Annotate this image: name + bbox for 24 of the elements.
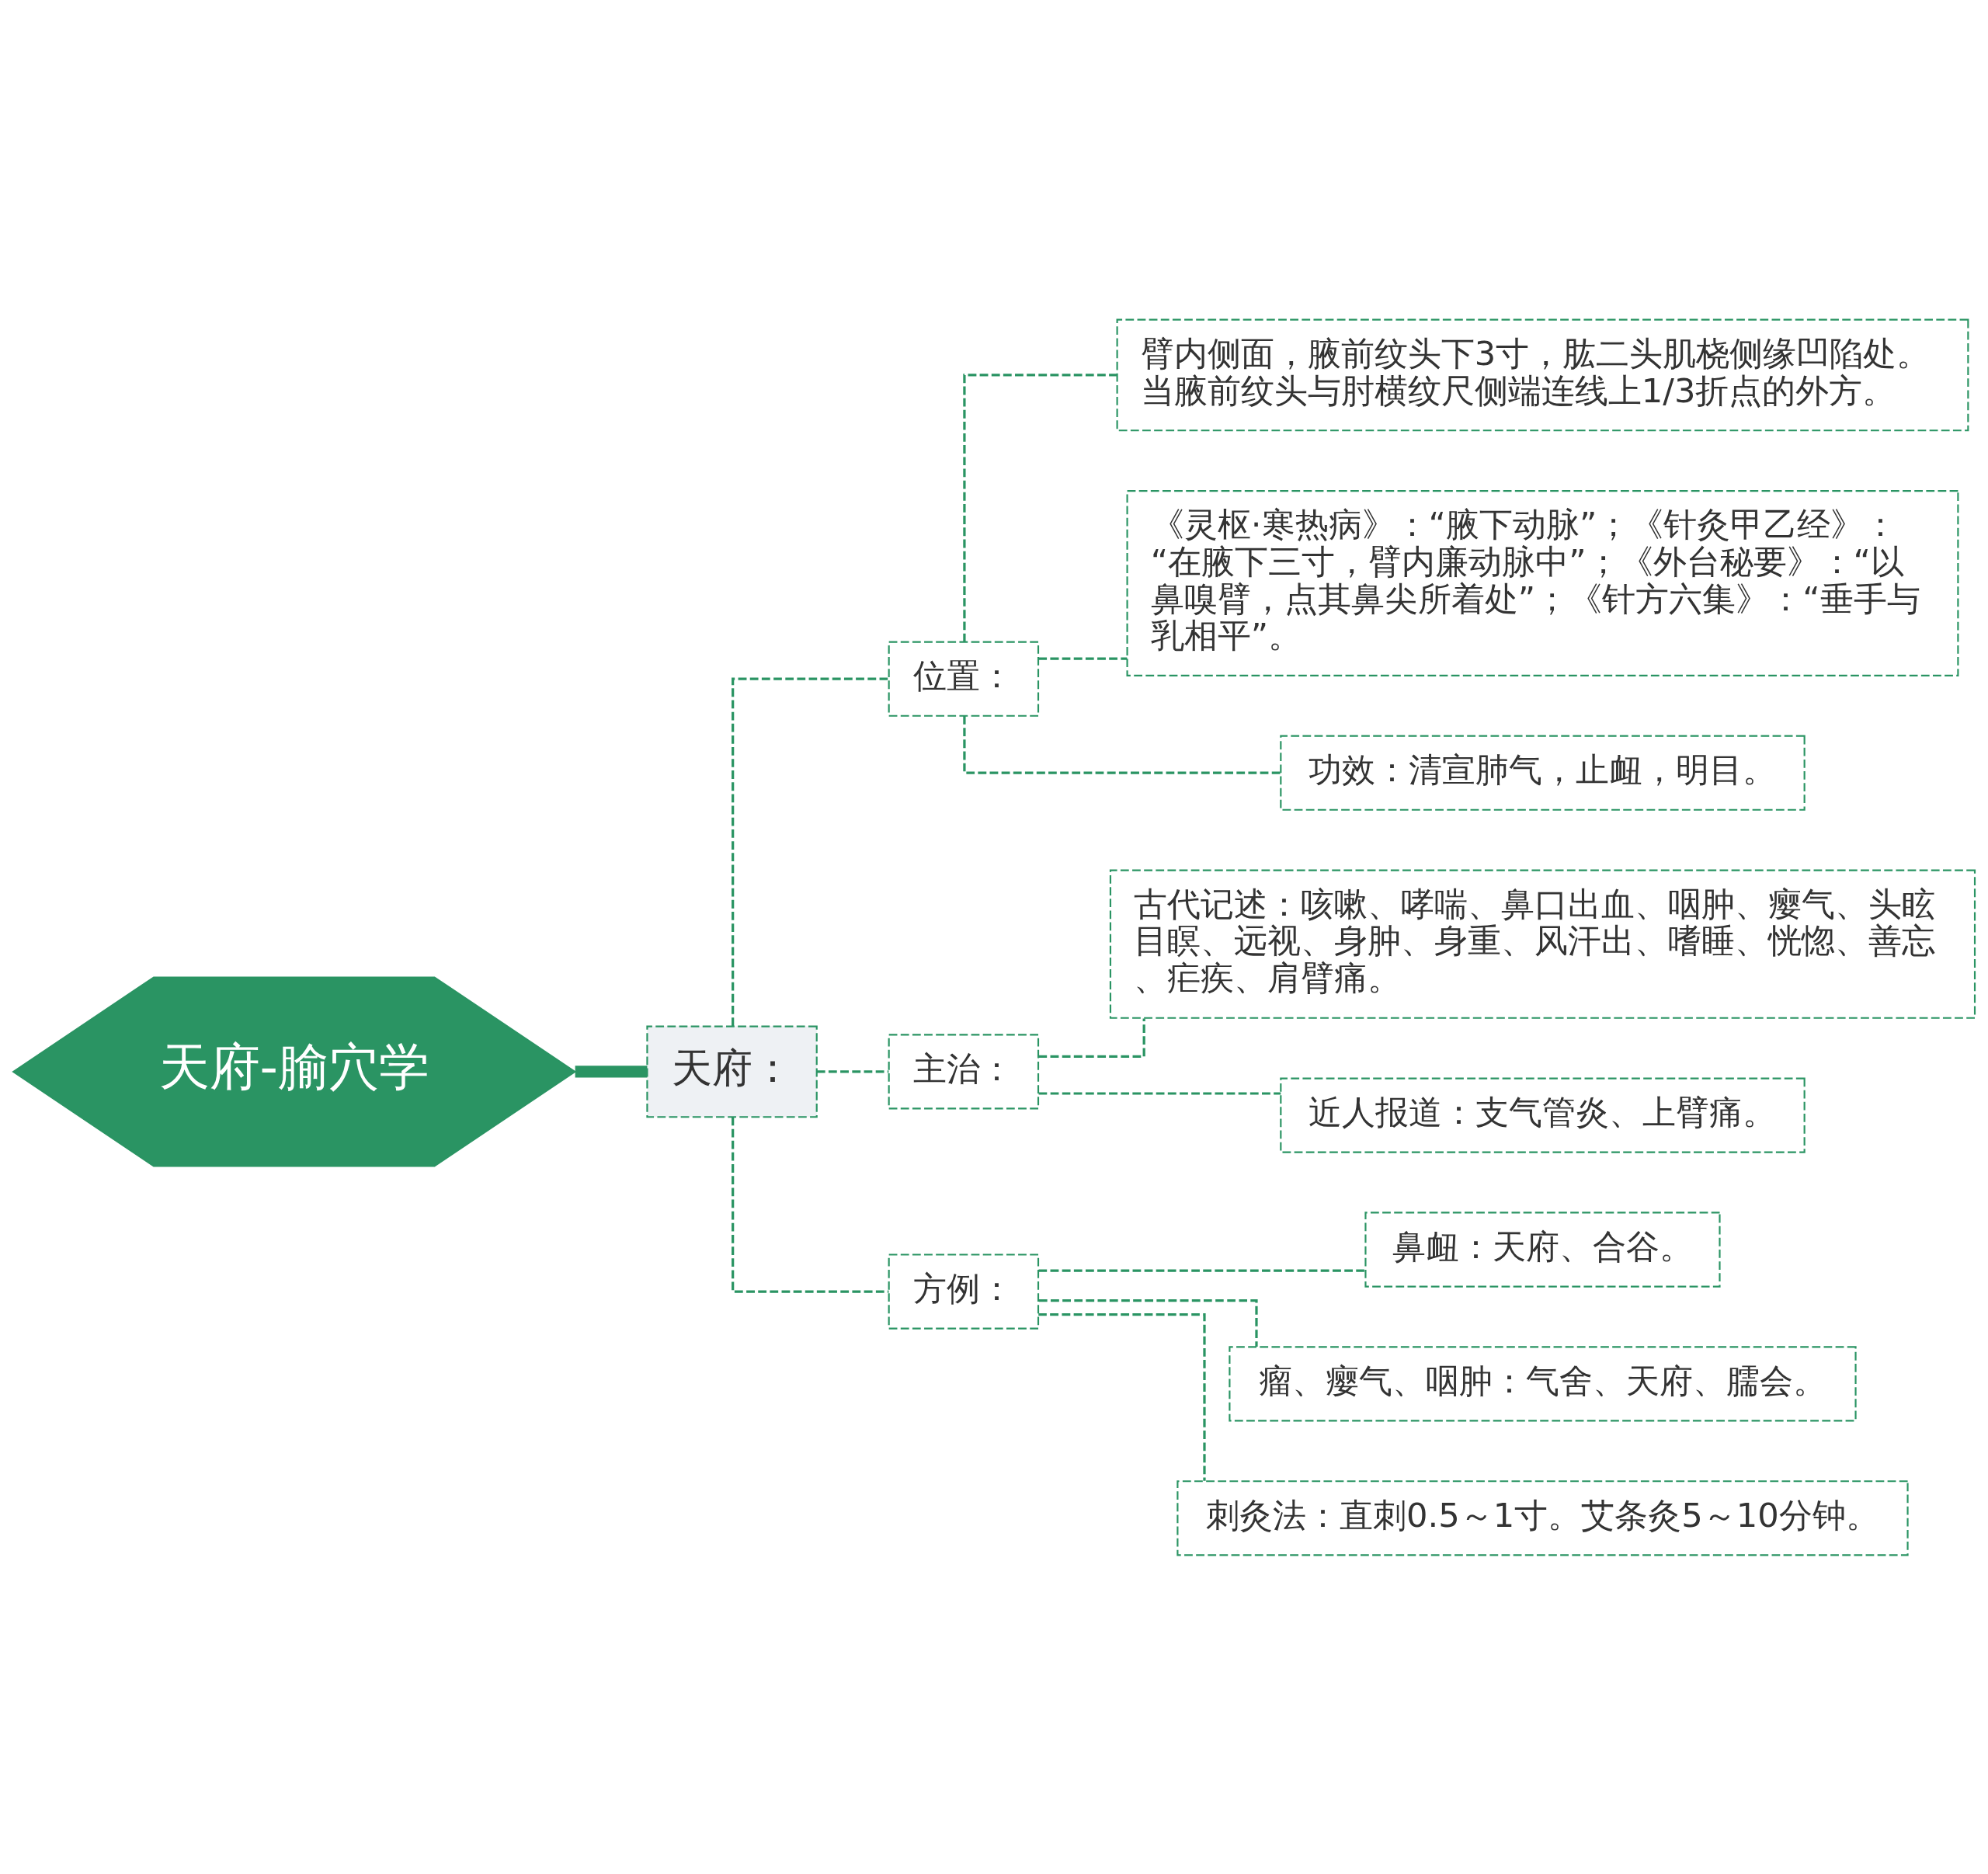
node-box: 臂内侧面，腋前纹头下3寸，肱二头肌桡侧缘凹陷处。当腋前纹头与肘横纹尺侧端连线上1/3折点的外方。 — [1116, 318, 1969, 431]
connector — [1038, 1017, 1145, 1058]
node-box: 瘤、瘿气、咽肿：气舍、天府、臑会。 — [1229, 1345, 1857, 1422]
node-box: 位置： — [888, 641, 1040, 717]
node-box: 功效：清宣肺气，止衄，明目。 — [1280, 735, 1806, 811]
connector — [575, 1065, 648, 1077]
connector — [732, 1117, 889, 1293]
node-box: 主治： — [888, 1033, 1040, 1110]
connector — [1038, 1268, 1366, 1272]
node-box: 方例： — [888, 1253, 1040, 1330]
connector — [1038, 1312, 1206, 1481]
connector — [732, 677, 889, 1026]
connector — [1038, 1091, 1281, 1095]
node-box: 刺灸法：直刺0.5～1寸。艾条灸5～10分钟。 — [1176, 1479, 1909, 1556]
node-box: 天府： — [646, 1024, 818, 1118]
node-box: 近人报道：支气管炎、上臂痛。 — [1280, 1076, 1806, 1153]
connector — [1038, 657, 1128, 660]
node-box: 古代记述：咳嗽、哮喘、鼻口出血、咽肿、瘿气、头眩目瞑、远视、身肿、身重、风汗出、嗜睡、恍惚、善忘、疟疾、肩臂痛。 — [1109, 868, 1976, 1019]
connector — [963, 373, 1117, 641]
connector — [1038, 1299, 1258, 1347]
node-box: 鼻衄：天府、合谷。 — [1364, 1211, 1721, 1288]
node-box: 《灵枢·寒热病》：“腋下动脉”；《针灸甲乙经》：“在腋下三寸，臂内廉动脉中”；《外台秘要》：“以鼻嗅臂，点其鼻尖所着处”；《针方六集》：“垂手与乳相平”。 — [1126, 489, 1959, 676]
connector — [816, 1069, 889, 1073]
connector — [963, 715, 1281, 774]
